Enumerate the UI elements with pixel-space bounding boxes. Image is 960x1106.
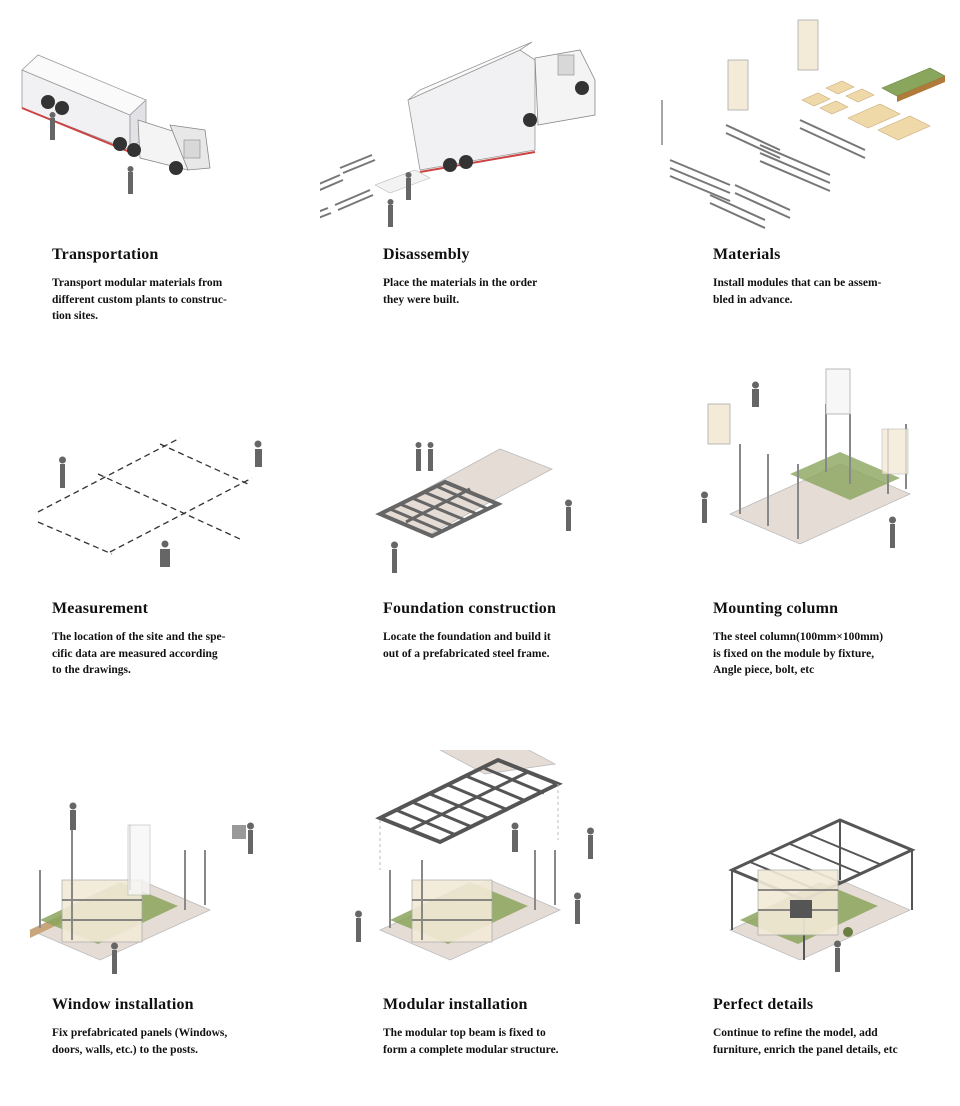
materials-illustration (661, 19, 946, 229)
step-title: Perfect details (713, 996, 814, 1013)
step-title: Measurement (52, 600, 149, 617)
step-description: The location of the site and the spe- ci… (52, 631, 226, 677)
step-description: Locate the foundation and build it out o… (383, 631, 551, 660)
step-transportation: Transportation Transport modular materia… (0, 0, 320, 356)
perfect-details-illustration (728, 818, 916, 972)
step-title: Modular installation (383, 996, 528, 1013)
disassembly-illustration (320, 41, 596, 227)
step-modular-installation: Modular installation The modular top bea… (320, 750, 640, 1106)
window-installation-illustration (29, 802, 254, 974)
measurement-illustration (37, 437, 262, 567)
step-title: Foundation construction (383, 600, 557, 617)
truck-illustration (21, 54, 211, 194)
step-title: Transportation (52, 246, 159, 263)
foundation-illustration (375, 442, 572, 573)
step-title: Disassembly (383, 246, 470, 263)
step-description: Transport modular materials from differe… (52, 277, 227, 323)
step-measurement: Measurement The location of the site and… (0, 354, 320, 710)
step-title: Window installation (52, 996, 194, 1013)
mounting-column-illustration (701, 368, 911, 548)
step-description: Fix prefabricated panels (Windows, doors… (52, 1027, 228, 1056)
step-description: Place the materials in the order they we… (383, 277, 538, 306)
step-description: The steel column(100mm×100mm) is fixed o… (713, 631, 884, 677)
step-description: The modular top beam is fixed to form a … (383, 1027, 559, 1056)
modular-installation-illustration (355, 750, 594, 961)
step-disassembly: Disassembly Place the materials in the o… (320, 0, 640, 356)
step-mounting-column: Mounting column The steel column(100mm×1… (640, 354, 960, 710)
step-description: Continue to refine the model, add furnit… (713, 1027, 898, 1056)
step-window-installation: Window installation Fix prefabricated pa… (0, 750, 320, 1106)
step-perfect-details: Perfect details Continue to refine the m… (640, 750, 960, 1106)
step-foundation: Foundation construction Locate the found… (320, 354, 640, 710)
step-title: Mounting column (713, 600, 839, 617)
step-title: Materials (713, 246, 781, 263)
step-materials: Materials Install modules that can be as… (640, 0, 960, 356)
step-description: Install modules that can be assem- bled … (713, 277, 882, 306)
